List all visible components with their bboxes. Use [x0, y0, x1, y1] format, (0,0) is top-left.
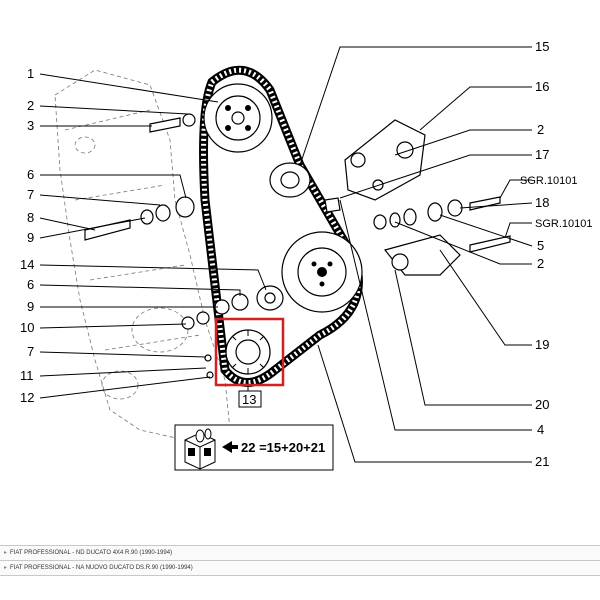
callout-7-top: 7 [27, 187, 34, 202]
callout-19: 19 [535, 337, 549, 352]
highlight-box [214, 317, 285, 387]
tensioner-bracket [344, 119, 426, 201]
callout-8: 8 [27, 210, 34, 225]
row-bullet-icon: ▸ [4, 550, 8, 556]
callout-6-top: 6 [27, 167, 34, 182]
callout-20: 20 [535, 397, 549, 412]
pump-pulley [281, 231, 363, 313]
callout-2-right-bottom: 2 [537, 256, 544, 271]
callout-7-bottom: 7 [27, 344, 34, 359]
crankshaft-sprocket [225, 329, 271, 375]
callout-2-left: 2 [27, 98, 34, 113]
callout-sgr-top: SGR.10101 [520, 175, 577, 187]
callout-sgr-bottom: SGR.10101 [535, 218, 592, 230]
callout-13-box [238, 390, 262, 408]
callout-16: 16 [535, 79, 549, 94]
camshaft-pulley [203, 83, 273, 153]
callout-10: 10 [20, 320, 34, 335]
callout-15: 15 [535, 39, 549, 54]
kit-arrow-icon [222, 441, 238, 453]
leader-lines [39, 46, 533, 463]
callout-2-right-top: 2 [537, 122, 544, 137]
kit-formula: 22 =15+20+21 [241, 440, 325, 455]
kit-box: 22 =15+20+21 [174, 424, 334, 471]
tensioner-roller [269, 162, 311, 198]
callout-1: 1 [27, 66, 34, 81]
callout-18: 18 [535, 195, 549, 210]
callout-6-bottom: 6 [27, 277, 34, 292]
callout-17: 17 [535, 147, 549, 162]
timing-belt-exploded-diagram: 1 2 3 6 7 8 9 14 6 9 10 7 11 12 13 15 16… [20, 39, 592, 471]
callout-12: 12 [20, 390, 34, 405]
idler-roller [256, 285, 284, 311]
kit-package-icon [184, 428, 216, 470]
callout-14: 14 [20, 257, 34, 272]
callout-11: 11 [20, 368, 34, 383]
callout-9-bottom: 9 [27, 299, 34, 314]
application-label: FIAT PROFESSIONAL - ND DUCATO 4X4 R.90 (… [10, 550, 173, 556]
callout-3: 3 [27, 118, 34, 133]
left-fasteners [84, 113, 249, 379]
row-bullet-icon: ▸ [4, 565, 8, 571]
application-label: FIAT PROFESSIONAL - NA NUOVO DUCATO DS.R… [10, 565, 193, 571]
tensioner-arm [383, 234, 461, 276]
timing-belt [199, 65, 363, 387]
callout-9-top: 9 [27, 230, 34, 245]
application-row[interactable]: ▸FIAT PROFESSIONAL - NA NUOVO DUCATO DS.… [0, 560, 600, 576]
callout-5: 5 [537, 238, 544, 253]
applications-list: ▸FIAT PROFESSIONAL - ND DUCATO 4X4 R.90 … [0, 545, 600, 576]
callout-4: 4 [537, 422, 544, 437]
callout-21: 21 [535, 454, 549, 469]
callout-13: 13 [242, 392, 256, 407]
application-row[interactable]: ▸FIAT PROFESSIONAL - ND DUCATO 4X4 R.90 … [0, 545, 600, 560]
